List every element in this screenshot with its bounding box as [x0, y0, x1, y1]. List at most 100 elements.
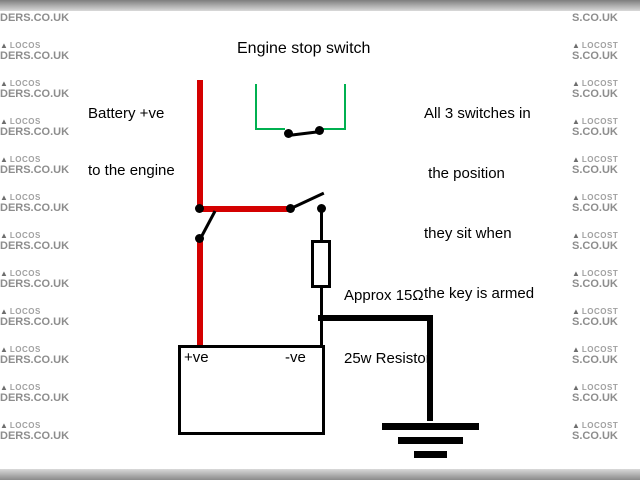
watermark-url-text: DERS.CO.UK	[0, 354, 70, 366]
mountain-logo-icon: ▲	[572, 231, 580, 240]
note-line4: the key is armed	[424, 285, 535, 302]
mountain-logo-icon: ▲	[572, 41, 580, 50]
mountain-logo-icon: ▲	[0, 155, 8, 164]
mountain-logo-icon: ▲	[572, 155, 580, 164]
mountain-logo-icon: ▲	[0, 231, 8, 240]
ground-symbol-bar3	[414, 451, 447, 458]
watermark-url-text: S.CO.UK	[572, 278, 618, 290]
watermark-url-text: S.CO.UK	[572, 50, 618, 62]
mountain-logo-icon: ▲	[0, 41, 8, 50]
watermark-brand-text: LOCOST	[581, 41, 619, 50]
watermark-brand-text: LOCOST	[581, 193, 619, 202]
watermark-url-text: S.CO.UK	[572, 430, 618, 442]
watermark-brand-text: LOCOS	[9, 193, 41, 202]
watermark-url-text: DERS.CO.UK	[0, 316, 70, 328]
resistor-label: Approx 15Ω 25w Resistor	[344, 243, 431, 411]
feed-switch-terminal-bottom	[195, 234, 204, 243]
mountain-logo-icon: ▲	[572, 307, 580, 316]
battery-hot-wire-lower	[197, 241, 203, 348]
hot-wire-branch	[200, 206, 288, 212]
battery-feed-line2: to the engine	[88, 162, 175, 179]
watermark-url-text: S.CO.UK	[572, 164, 618, 176]
watermark-brand-text: LOCOST	[581, 383, 619, 392]
mountain-logo-icon: ▲	[0, 117, 8, 126]
watermark-url-text: DERS.CO.UK	[0, 50, 70, 62]
watermark-brand-text: LOCOS	[9, 231, 41, 240]
watermark-url-text: S.CO.UK	[572, 392, 618, 404]
battery-hot-wire-upper	[197, 80, 203, 206]
mountain-logo-icon: ▲	[572, 79, 580, 88]
watermark-url-text: DERS.CO.UK	[0, 430, 70, 442]
watermark-brand-text: LOCOS	[9, 155, 41, 164]
switch-housing-left-foot	[255, 128, 285, 130]
ground-wire-horizontal	[318, 315, 432, 321]
mountain-logo-icon: ▲	[0, 193, 8, 202]
mountain-logo-icon: ▲	[0, 307, 8, 316]
watermark-top-bar	[0, 0, 640, 11]
watermark-url-text: DERS.CO.UK	[0, 240, 70, 252]
battery-box	[178, 345, 325, 435]
watermark-brand-text: LOCOST	[581, 231, 619, 240]
battery-feed-label: Battery +ve to the engine	[88, 66, 175, 218]
mountain-logo-icon: ▲	[0, 345, 8, 354]
battery-feed-line1: Battery +ve	[88, 105, 165, 122]
watermark-url-text: DERS.CO.UK	[0, 392, 70, 404]
watermark-url-text: DERS.CO.UK	[0, 88, 70, 100]
note-line3: they sit when	[424, 225, 512, 242]
watermark-url-text: DERS.CO.UK	[0, 12, 70, 24]
mountain-logo-icon: ▲	[572, 383, 580, 392]
watermark-url-text: DERS.CO.UK	[0, 164, 70, 176]
ground-symbol-bar2	[398, 437, 463, 444]
branch-switch-terminal-left	[286, 204, 295, 213]
wire-resistor-to-junction	[320, 288, 323, 318]
switch-housing-right-foot	[320, 128, 346, 130]
watermark-strip-left: ▲LOCOSDERS.CO.UK▲LOCOSDERS.CO.UK▲LOCOSDE…	[0, 0, 86, 480]
switch-housing-left-wall	[255, 84, 257, 130]
watermark-url-text: S.CO.UK	[572, 316, 618, 328]
watermark-brand-text: LOCOS	[9, 383, 41, 392]
watermark-url-text: DERS.CO.UK	[0, 278, 70, 290]
mountain-logo-icon: ▲	[0, 421, 8, 430]
feed-switch-terminal-top	[195, 204, 204, 213]
watermark-brand-text: LOCOST	[581, 155, 619, 164]
mountain-logo-icon: ▲	[0, 383, 8, 392]
mountain-logo-icon: ▲	[572, 117, 580, 126]
mountain-logo-icon: ▲	[572, 269, 580, 278]
watermark-brand-text: LOCOST	[581, 421, 619, 430]
resistor-label-line1: Approx 15Ω	[344, 287, 424, 304]
watermark-strip-right: ▲LOCOSTS.CO.UK▲LOCOSTS.CO.UK▲LOCOSTS.CO.…	[568, 0, 640, 480]
mountain-logo-icon: ▲	[572, 421, 580, 430]
watermark-brand-text: LOCOS	[9, 421, 41, 430]
watermark-bottom-bar	[0, 469, 640, 480]
wire-switch-to-resistor	[320, 209, 323, 240]
watermark-url-text: S.CO.UK	[572, 202, 618, 214]
note-line2: the position	[424, 165, 505, 182]
mountain-logo-icon: ▲	[572, 345, 580, 354]
watermark-url-text: S.CO.UK	[572, 240, 618, 252]
watermark-brand-text: LOCOS	[9, 117, 41, 126]
switch-position-note: All 3 switches in the position they sit …	[424, 64, 534, 344]
ground-symbol-bar1	[382, 423, 479, 430]
watermark-brand-text: LOCOS	[9, 269, 41, 278]
mountain-logo-icon: ▲	[572, 193, 580, 202]
branch-switch-terminal-right	[317, 204, 326, 213]
